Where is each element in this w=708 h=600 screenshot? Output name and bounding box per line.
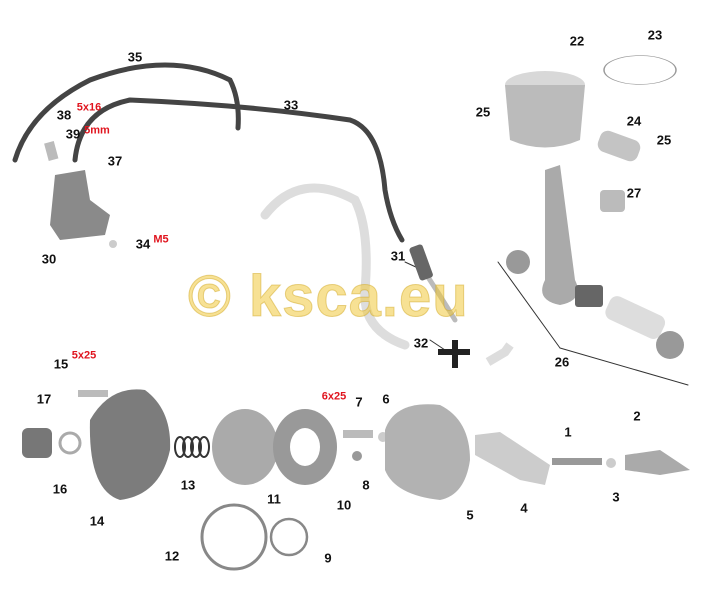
callout-9: 9: [324, 550, 332, 566]
callout-22: 22: [569, 33, 585, 49]
bolt-38: [44, 140, 59, 161]
diaphragm-11: [212, 409, 278, 485]
nut-8: [352, 451, 362, 461]
leader-26b: [559, 347, 689, 386]
washer-26a: [506, 250, 530, 274]
callout-12: 12: [164, 548, 180, 564]
callout-37: 37: [107, 153, 123, 169]
hose-35: [12, 62, 241, 163]
callout-5: 5: [466, 507, 474, 523]
callout-33: 33: [283, 97, 299, 113]
spec-38: 5x16: [76, 101, 102, 114]
callout-16: 16: [52, 481, 68, 497]
piston-22: [505, 71, 585, 148]
tee-32: [438, 340, 470, 368]
callout-17: 17: [36, 391, 52, 407]
spec-15: 5x25: [71, 349, 97, 362]
bolt-15: [78, 390, 108, 397]
callout-1: 1: [564, 424, 572, 440]
gasket-4: [475, 432, 550, 485]
callout-39: 39: [65, 126, 81, 142]
pin-24: [597, 130, 641, 162]
housing-5: [385, 404, 470, 500]
callout-32: 32: [413, 335, 429, 351]
elbow: [485, 342, 514, 366]
leader-32: [429, 339, 446, 351]
callout-30: 30: [41, 251, 57, 267]
callout-31: 31: [390, 248, 406, 264]
callout-26: 26: [554, 354, 570, 370]
callout-13: 13: [180, 477, 196, 493]
callout-24: 24: [626, 113, 642, 129]
callout-34: 34: [135, 236, 151, 252]
oil-pump-30: [50, 170, 110, 240]
callout-7: 7: [355, 394, 363, 410]
stud-1: [552, 458, 602, 465]
callout-38: 38: [56, 107, 72, 123]
bearing-26: [575, 285, 603, 307]
leader-26a: [497, 261, 561, 349]
fitting-31: [409, 244, 433, 281]
crank-pin: [605, 296, 666, 339]
callout-6: 6: [382, 391, 390, 407]
watermark: © ksca.eu: [188, 264, 469, 329]
spec-34: M5: [153, 233, 169, 246]
callout-27: 27: [626, 185, 642, 201]
callout-4: 4: [520, 500, 528, 516]
callout-11: 11: [267, 491, 281, 507]
ring-23: [603, 55, 677, 85]
o-ring-16: [58, 431, 82, 455]
o-ring-9: [269, 517, 309, 557]
conrod: [542, 165, 578, 305]
callout-10: 10: [336, 497, 352, 513]
hose-clear-1: [260, 183, 410, 350]
filter-17: [22, 428, 52, 458]
bearing-27: [600, 190, 625, 212]
washer-3: [606, 458, 616, 468]
o-ring-12: [200, 503, 268, 571]
callout-23: 23: [647, 27, 663, 43]
callout-14: 14: [89, 513, 105, 529]
callout-35: 35: [127, 49, 143, 65]
callout-2: 2: [633, 408, 641, 424]
callout-15: 15: [53, 356, 69, 372]
callout-8: 8: [362, 477, 370, 493]
callout-3: 3: [612, 489, 620, 505]
lever-2: [625, 450, 690, 475]
cover-14: [89, 389, 171, 500]
callout-25b: 25: [656, 132, 672, 148]
bolt-7: [343, 430, 373, 438]
spring-13: [174, 436, 210, 458]
hose-33: [72, 97, 405, 243]
nut-34: [109, 240, 117, 248]
washer-26b: [656, 331, 684, 359]
spec-39: 5mm: [84, 124, 110, 137]
spec-7: 6x25: [321, 390, 347, 403]
callout-25: 25: [475, 104, 491, 120]
